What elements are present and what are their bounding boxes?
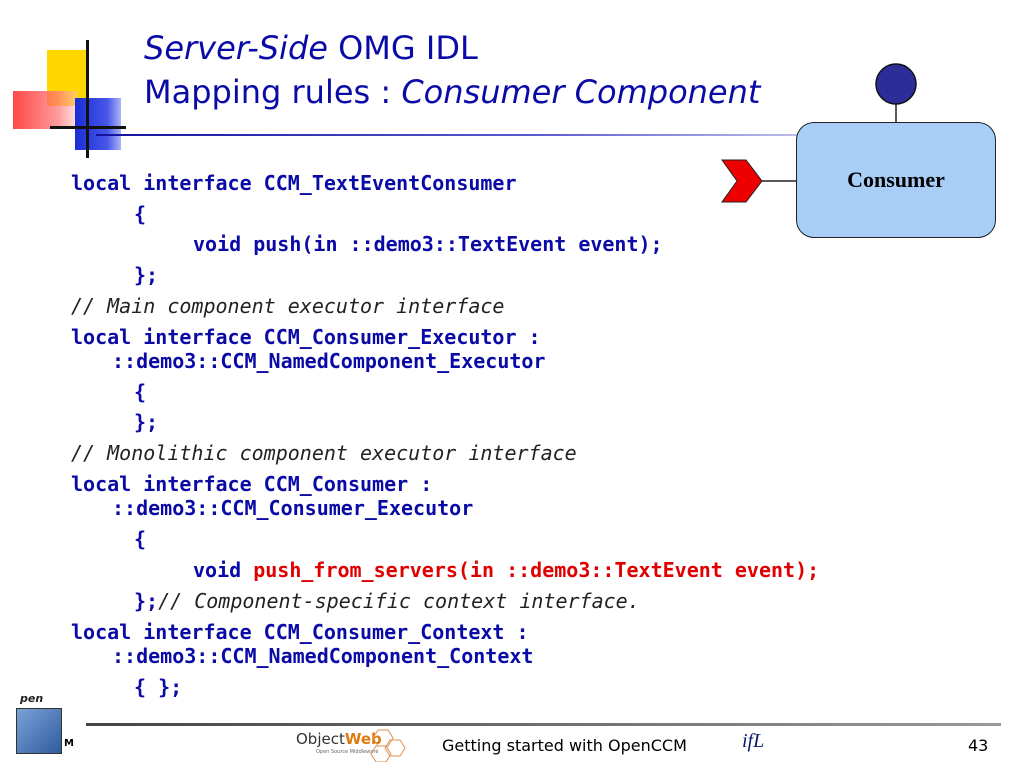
code-line: { }; [134,675,183,699]
code-keyword: void [193,558,254,582]
code-line: ::demo3::CCM_NamedComponent_Executor [112,349,546,373]
opencm-logo-letter: M [64,738,74,749]
footer-divider [86,723,1001,726]
corner-decoration-red [13,91,77,129]
slide-title: Server-Side OMG IDL Mapping rules : Cons… [144,26,760,114]
code-keyword: }; [134,589,159,613]
opencm-logo-label: pen [20,692,44,705]
code-line: local interface CCM_Consumer : [71,472,433,496]
objectweb-hex-icon [370,729,406,762]
corner-decoration-vertical-line [86,40,89,158]
code-line: }; [134,263,159,287]
code-line: ::demo3::CCM_NamedComponent_Context [112,644,534,668]
event-sink-port-icon [721,159,763,203]
corner-decoration-horizontal-line [50,126,126,129]
code-line-with-comment: };// Component-specific context interfac… [134,589,640,613]
code-comment: // Monolithic component executor interfa… [71,441,577,465]
page-number: 43 [968,736,989,755]
objectweb-logo-subtitle: Open Source Middleware [316,749,379,755]
opencm-logo-icon [16,708,62,754]
title-italic-part: Server-Side [144,29,328,67]
objectweb-logo: ObjectWeb [296,730,382,748]
consumer-component-box: Consumer [796,122,996,238]
lifl-logo: ifL [742,730,765,752]
objectweb-logo-object: Object [296,730,345,748]
footer-text: Getting started with OpenCCM [442,736,687,755]
title-line-1: Server-Side OMG IDL [144,26,760,70]
code-comment: // Component-specific context interface. [158,589,640,613]
code-line: }; [134,410,159,434]
facet-port-icon [875,63,917,105]
objectweb-logo-web: Web [344,730,382,748]
title-plain-part: OMG IDL [327,29,478,67]
code-line: ::demo3::CCM_Consumer_Executor [112,496,474,520]
corner-decoration-blue [75,98,121,150]
code-line: void push(in ::demo3::TextEvent event); [193,232,663,256]
code-line: local interface CCM_TextEventConsumer [71,171,517,195]
code-highlight: push_from_servers(in ::demo3::TextEvent … [253,558,820,582]
code-line: local interface CCM_Consumer_Context : [71,620,529,644]
code-line: { [134,527,147,551]
code-comment: // Main component executor interface [71,294,505,318]
title-italic-part: Consumer Component [401,73,761,111]
title-underline [96,134,828,136]
code-line: { [134,380,147,404]
code-line: local interface CCM_Consumer_Executor : [71,325,541,349]
code-line-highlighted: void push_from_servers(in ::demo3::TextE… [193,558,819,582]
title-line-2: Mapping rules : Consumer Component [144,70,760,114]
code-line: { [134,202,147,226]
title-plain-part: Mapping rules : [144,73,402,111]
component-label: Consumer [847,167,945,192]
